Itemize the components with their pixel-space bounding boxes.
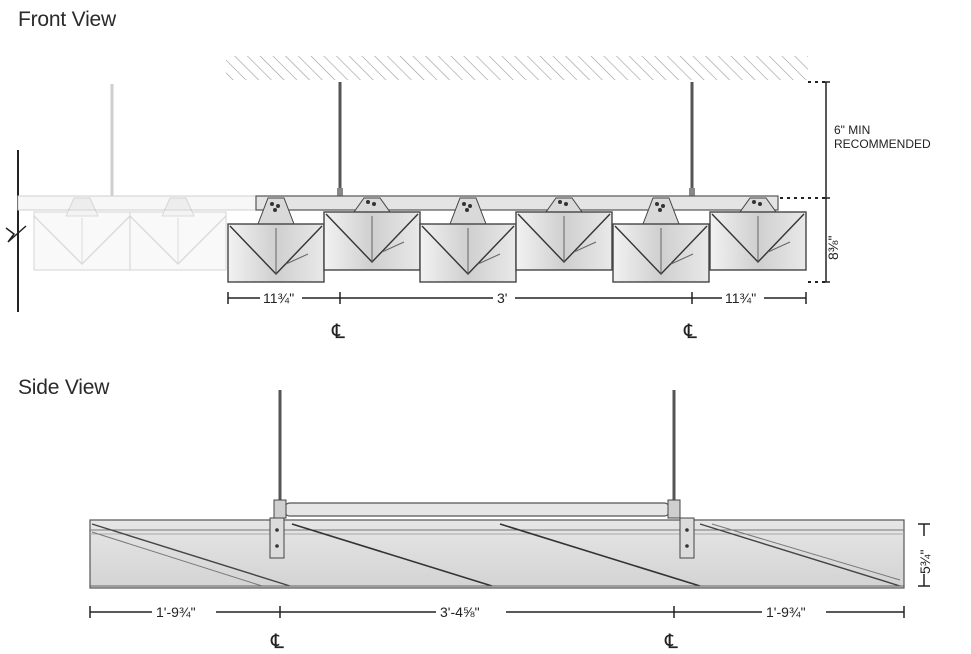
side-height-label: 5¾"	[917, 550, 933, 574]
ghost-rail	[17, 195, 259, 211]
side-centerline-right: ℄	[664, 631, 678, 653]
front-module	[323, 197, 421, 271]
front-dim-center: 3'	[497, 290, 507, 306]
side-view-title: Side View	[18, 376, 110, 399]
side-dim-right: 1'-9¾"	[766, 604, 806, 620]
side-dim-left: 1'-9¾"	[156, 604, 196, 620]
front-module	[227, 197, 325, 283]
front-main-rail	[255, 195, 779, 211]
min-note-line1: 6" MIN	[834, 123, 870, 137]
side-dim-center: 3'-4⅝"	[440, 604, 480, 620]
side-rail-tube	[283, 502, 671, 517]
front-height-label: 8⅜"	[825, 236, 841, 260]
side-centerline-left: ℄	[270, 631, 284, 653]
break-symbol	[5, 225, 27, 243]
front-module	[709, 197, 807, 271]
front-modules	[227, 197, 807, 283]
front-module	[612, 197, 710, 283]
front-dim-right: 11¾"	[725, 290, 756, 306]
front-module	[419, 197, 517, 283]
ghost-modules	[33, 197, 227, 271]
side-bracket-left	[269, 517, 285, 559]
side-view-drawing: 5¾" 1'-9¾" 3'-4⅝" 1'-9¾" ℄ ℄	[89, 390, 934, 653]
front-view-drawing: 6" MIN RECOMMENDED 8⅜" 11¾" 3' 11¾" ℄ ℄	[5, 56, 931, 343]
min-note-line2: RECOMMENDED	[834, 137, 931, 151]
front-centerline-left: ℄	[331, 321, 345, 343]
ceiling-hatch	[226, 56, 808, 80]
front-module	[515, 197, 613, 271]
side-body	[89, 519, 905, 589]
front-view-title: Front View	[18, 8, 116, 31]
front-dim-left: 11¾"	[263, 290, 294, 306]
side-bracket-right	[679, 517, 695, 559]
front-centerline-right: ℄	[683, 321, 697, 343]
